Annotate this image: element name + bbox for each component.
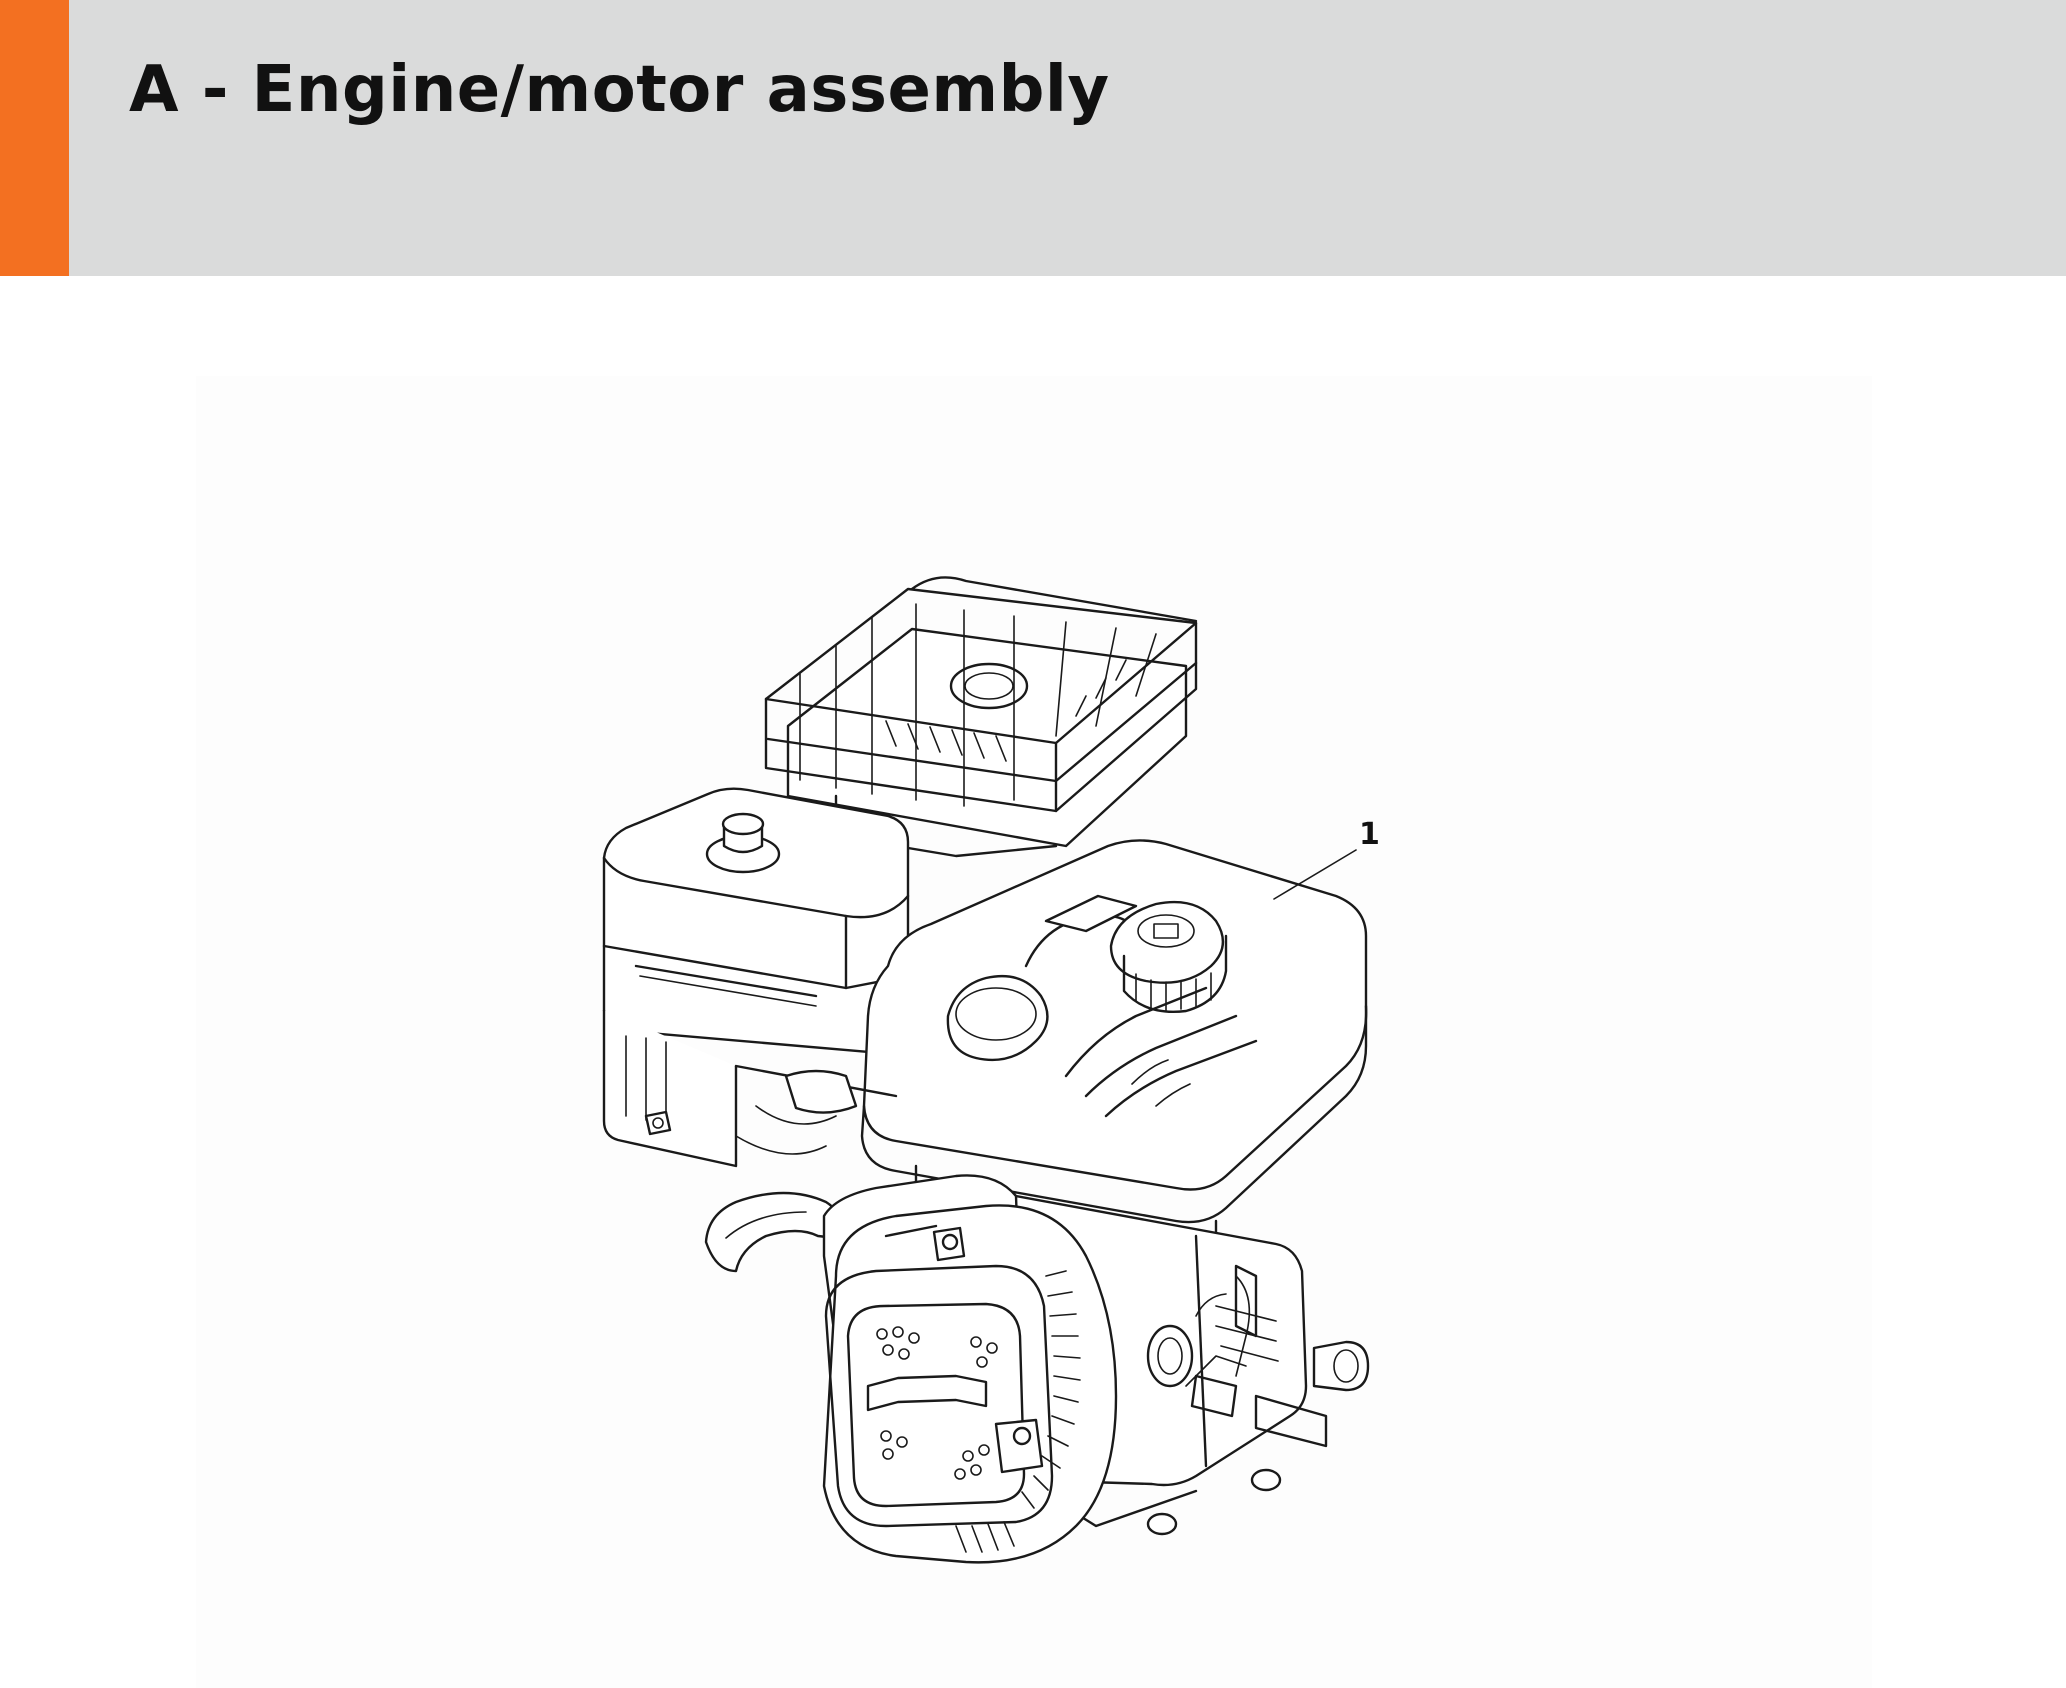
air-cleaner	[602, 787, 910, 1168]
callout-1-label: 1	[1359, 817, 1380, 852]
header-band: A - Engine/motor assembly	[0, 0, 2066, 276]
recoil-handle	[704, 1191, 842, 1273]
callout-1: 1	[1273, 817, 1380, 900]
engine-illustration: 1	[602, 576, 1380, 1564]
recoil-starter	[822, 1204, 1118, 1564]
accent-bar	[0, 0, 69, 276]
callout-1-leader	[1273, 849, 1357, 900]
fuel-tank	[860, 839, 1368, 1277]
carburetor-linkage	[644, 1064, 1247, 1418]
page-title: A - Engine/motor assembly	[129, 53, 1110, 127]
exploded-view-drawing: 1	[196, 376, 1872, 1688]
